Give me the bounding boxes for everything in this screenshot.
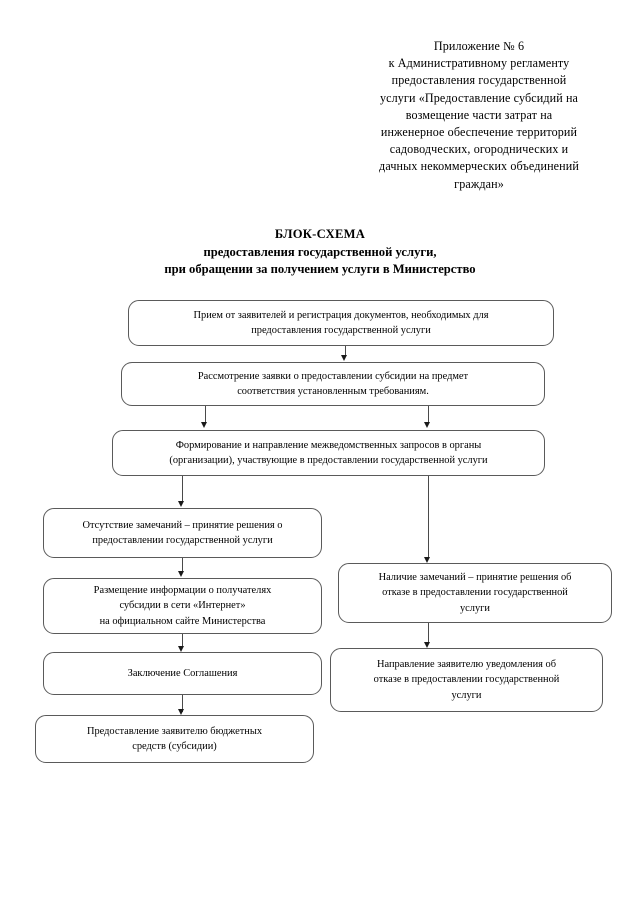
node-n9-line-1: Направление заявителю уведомления об bbox=[376, 658, 557, 670]
arrowhead-n3-n4 bbox=[178, 501, 185, 507]
node-n5-line-3: на официальном сайте Министерства bbox=[99, 615, 266, 627]
connector-n2-n3-right bbox=[428, 406, 430, 424]
appendix-header-line-6: инженерное обеспечение территорий bbox=[380, 125, 578, 140]
arrowhead-n2-n3-left bbox=[201, 422, 208, 428]
node-n5-line-2: субсидии в сети «Интернет» bbox=[119, 600, 246, 612]
arrowhead-n8-n9 bbox=[424, 642, 431, 648]
page-title-line-2: предоставления государственной услуги, bbox=[203, 244, 437, 259]
page-title-line-3: при обращении за получением услуги в Мин… bbox=[164, 262, 476, 277]
node-n3-line-1: Формирование и направление межведомствен… bbox=[175, 439, 482, 451]
node-n9-line-3: услуги bbox=[451, 689, 482, 701]
appendix-header-line-3: предоставления государственной bbox=[391, 73, 567, 88]
node-n2-line-2: соответствия установленным требованиям. bbox=[237, 386, 429, 397]
flowchart-node-n5: Размещение информации о получателях субс… bbox=[43, 578, 322, 634]
node-n8-line-3: услуги bbox=[459, 602, 490, 614]
flowchart-node-n9: Направление заявителю уведомления об отк… bbox=[330, 648, 603, 712]
appendix-header-line-1: Приложение № 6 bbox=[433, 39, 525, 53]
appendix-header-line-5: возмещение части затрат на bbox=[405, 107, 553, 122]
flowchart-node-n6: Заключение Соглашения bbox=[43, 652, 322, 695]
arrowhead-n3-n8 bbox=[424, 557, 431, 563]
connector-n8-n9 bbox=[428, 623, 430, 644]
connector-n4-n5 bbox=[182, 558, 184, 573]
node-n4-line-2: предоставлении государственной услуги bbox=[92, 535, 273, 546]
appendix-header-line-9: граждан» bbox=[454, 176, 504, 191]
node-n7-line-2: средств (субсидии) bbox=[132, 741, 217, 752]
connector-n1-n2 bbox=[345, 346, 347, 357]
arrowhead-n4-n5 bbox=[178, 571, 185, 577]
connector-n3-n4 bbox=[182, 476, 184, 503]
node-n4-line-1: Отсутствие замечаний – принятие решения … bbox=[82, 519, 283, 531]
appendix-header-line-2: к Административному регламенту bbox=[388, 56, 570, 71]
node-n8-line-2: отказе в предоставлении государственной bbox=[382, 587, 568, 599]
flowchart-node-n7: Предоставление заявителю бюджетных средс… bbox=[35, 715, 314, 763]
arrowhead-n1-n2 bbox=[341, 355, 348, 361]
arrowhead-n6-n7 bbox=[178, 709, 185, 715]
connector-n6-n7 bbox=[182, 695, 184, 712]
appendix-header-line-4: услуги «Предоставление субсидий на bbox=[379, 90, 579, 105]
node-n9-line-2: отказе в предоставлении государственной bbox=[373, 674, 560, 686]
node-n2-line-1: Рассмотрение заявки о предоставлении суб… bbox=[197, 370, 469, 382]
node-n7-line-1: Предоставление заявителю бюджетных bbox=[86, 725, 263, 737]
appendix-header: Приложение № 6 к Административному регла… bbox=[336, 38, 622, 193]
flowchart-node-n2: Рассмотрение заявки о предоставлении суб… bbox=[121, 362, 545, 406]
flowchart-node-n4: Отсутствие замечаний – принятие решения … bbox=[43, 508, 322, 558]
connector-n2-n3-left bbox=[205, 406, 207, 424]
flowchart-node-n1: Прием от заявителей и регистрация докуме… bbox=[128, 300, 554, 346]
page-title-line-1: БЛОК-СХЕМА bbox=[274, 227, 366, 241]
connector-n3-n8 bbox=[428, 476, 430, 559]
node-n6-line-1: Заключение Соглашения bbox=[127, 667, 238, 679]
arrowhead-n5-n6 bbox=[178, 646, 185, 652]
node-n1-line-2: предоставления государственной услуги bbox=[251, 325, 431, 336]
flowchart-node-n8: Наличие замечаний – принятие решения об … bbox=[338, 563, 612, 623]
flowchart-node-n3: Формирование и направление межведомствен… bbox=[112, 430, 545, 476]
node-n3-line-2: (организации), участвующие в предоставле… bbox=[169, 455, 488, 466]
node-n5-line-1: Размещение информации о получателях bbox=[93, 584, 272, 596]
page-title: БЛОК-СХЕМА предоставления государственно… bbox=[60, 226, 580, 279]
arrowhead-n2-n3-right bbox=[424, 422, 431, 428]
appendix-header-line-7: садоводческих, огороднических и bbox=[389, 142, 569, 157]
node-n1-line-1: Прием от заявителей и регистрация докуме… bbox=[193, 309, 489, 321]
connector-n5-n6 bbox=[182, 634, 184, 648]
appendix-header-line-8: дачных некоммерческих объединений bbox=[379, 159, 579, 174]
node-n8-line-1: Наличие замечаний – принятие решения об bbox=[378, 571, 572, 583]
